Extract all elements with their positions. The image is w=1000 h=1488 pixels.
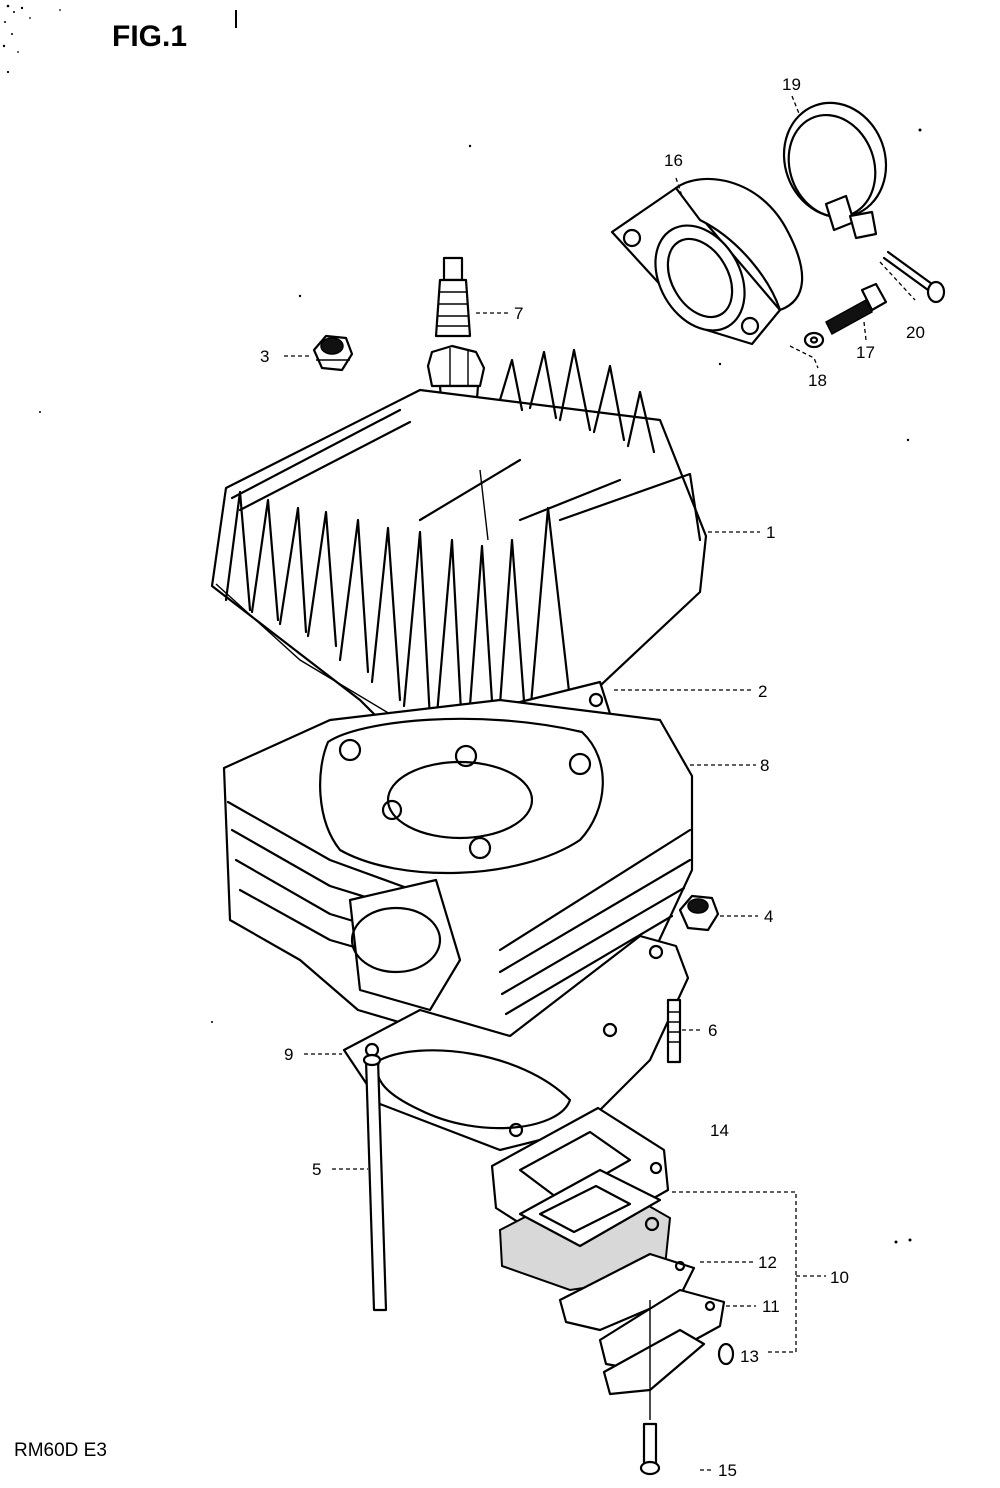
callout-14: 14	[710, 1121, 729, 1140]
part-4-nut	[678, 894, 720, 932]
callout-15: 15	[718, 1461, 737, 1480]
part-13-screw	[717, 1342, 735, 1366]
callout-20: 20	[906, 323, 925, 342]
part-1-cylinder-head	[210, 348, 708, 742]
callout-2: 2	[758, 682, 767, 701]
part-18-washer	[803, 331, 825, 349]
callout-11: 11	[762, 1297, 780, 1316]
part-19-clamp	[782, 101, 888, 240]
callout-8: 8	[760, 756, 769, 775]
part-5-long-stud	[362, 1053, 388, 1312]
callout-6: 6	[708, 1021, 717, 1040]
callout-18: 18	[808, 371, 827, 390]
part-3-nut	[312, 334, 354, 372]
part-16-intake-pipe	[610, 177, 804, 346]
callout-13: 13	[740, 1347, 759, 1366]
scan-dots	[39, 128, 922, 1244]
callout-5: 5	[312, 1160, 321, 1179]
part-11-reed-stopper	[598, 1288, 726, 1396]
callout-9: 9	[284, 1045, 293, 1064]
callout-4: 4	[764, 907, 773, 926]
part-6-stud	[666, 998, 682, 1064]
callout-10: 10	[830, 1268, 849, 1287]
callout-19: 19	[782, 75, 801, 94]
callout-3: 3	[260, 347, 269, 366]
part-20-screw	[882, 250, 946, 304]
callout-17: 17	[856, 343, 875, 362]
figure-title: FIG.1	[112, 20, 187, 53]
model-label: RM60D E3	[14, 1440, 107, 1461]
callout-12: 12	[758, 1253, 777, 1272]
callout-16: 16	[664, 151, 683, 170]
callout-labels: 1 2 3 4 5 6 7 8 9 10 11 12 13 14 15 16 1…	[260, 75, 925, 1480]
leader-lines	[284, 95, 916, 1471]
part-17-bolt	[825, 282, 888, 336]
part-10-reed-valve	[498, 1168, 672, 1292]
callout-1: 1	[766, 523, 775, 542]
callout-7: 7	[514, 304, 523, 323]
part-15-bolt	[639, 1300, 661, 1476]
part-8-cylinder	[222, 698, 694, 1052]
scan-noise	[2, 4, 237, 74]
